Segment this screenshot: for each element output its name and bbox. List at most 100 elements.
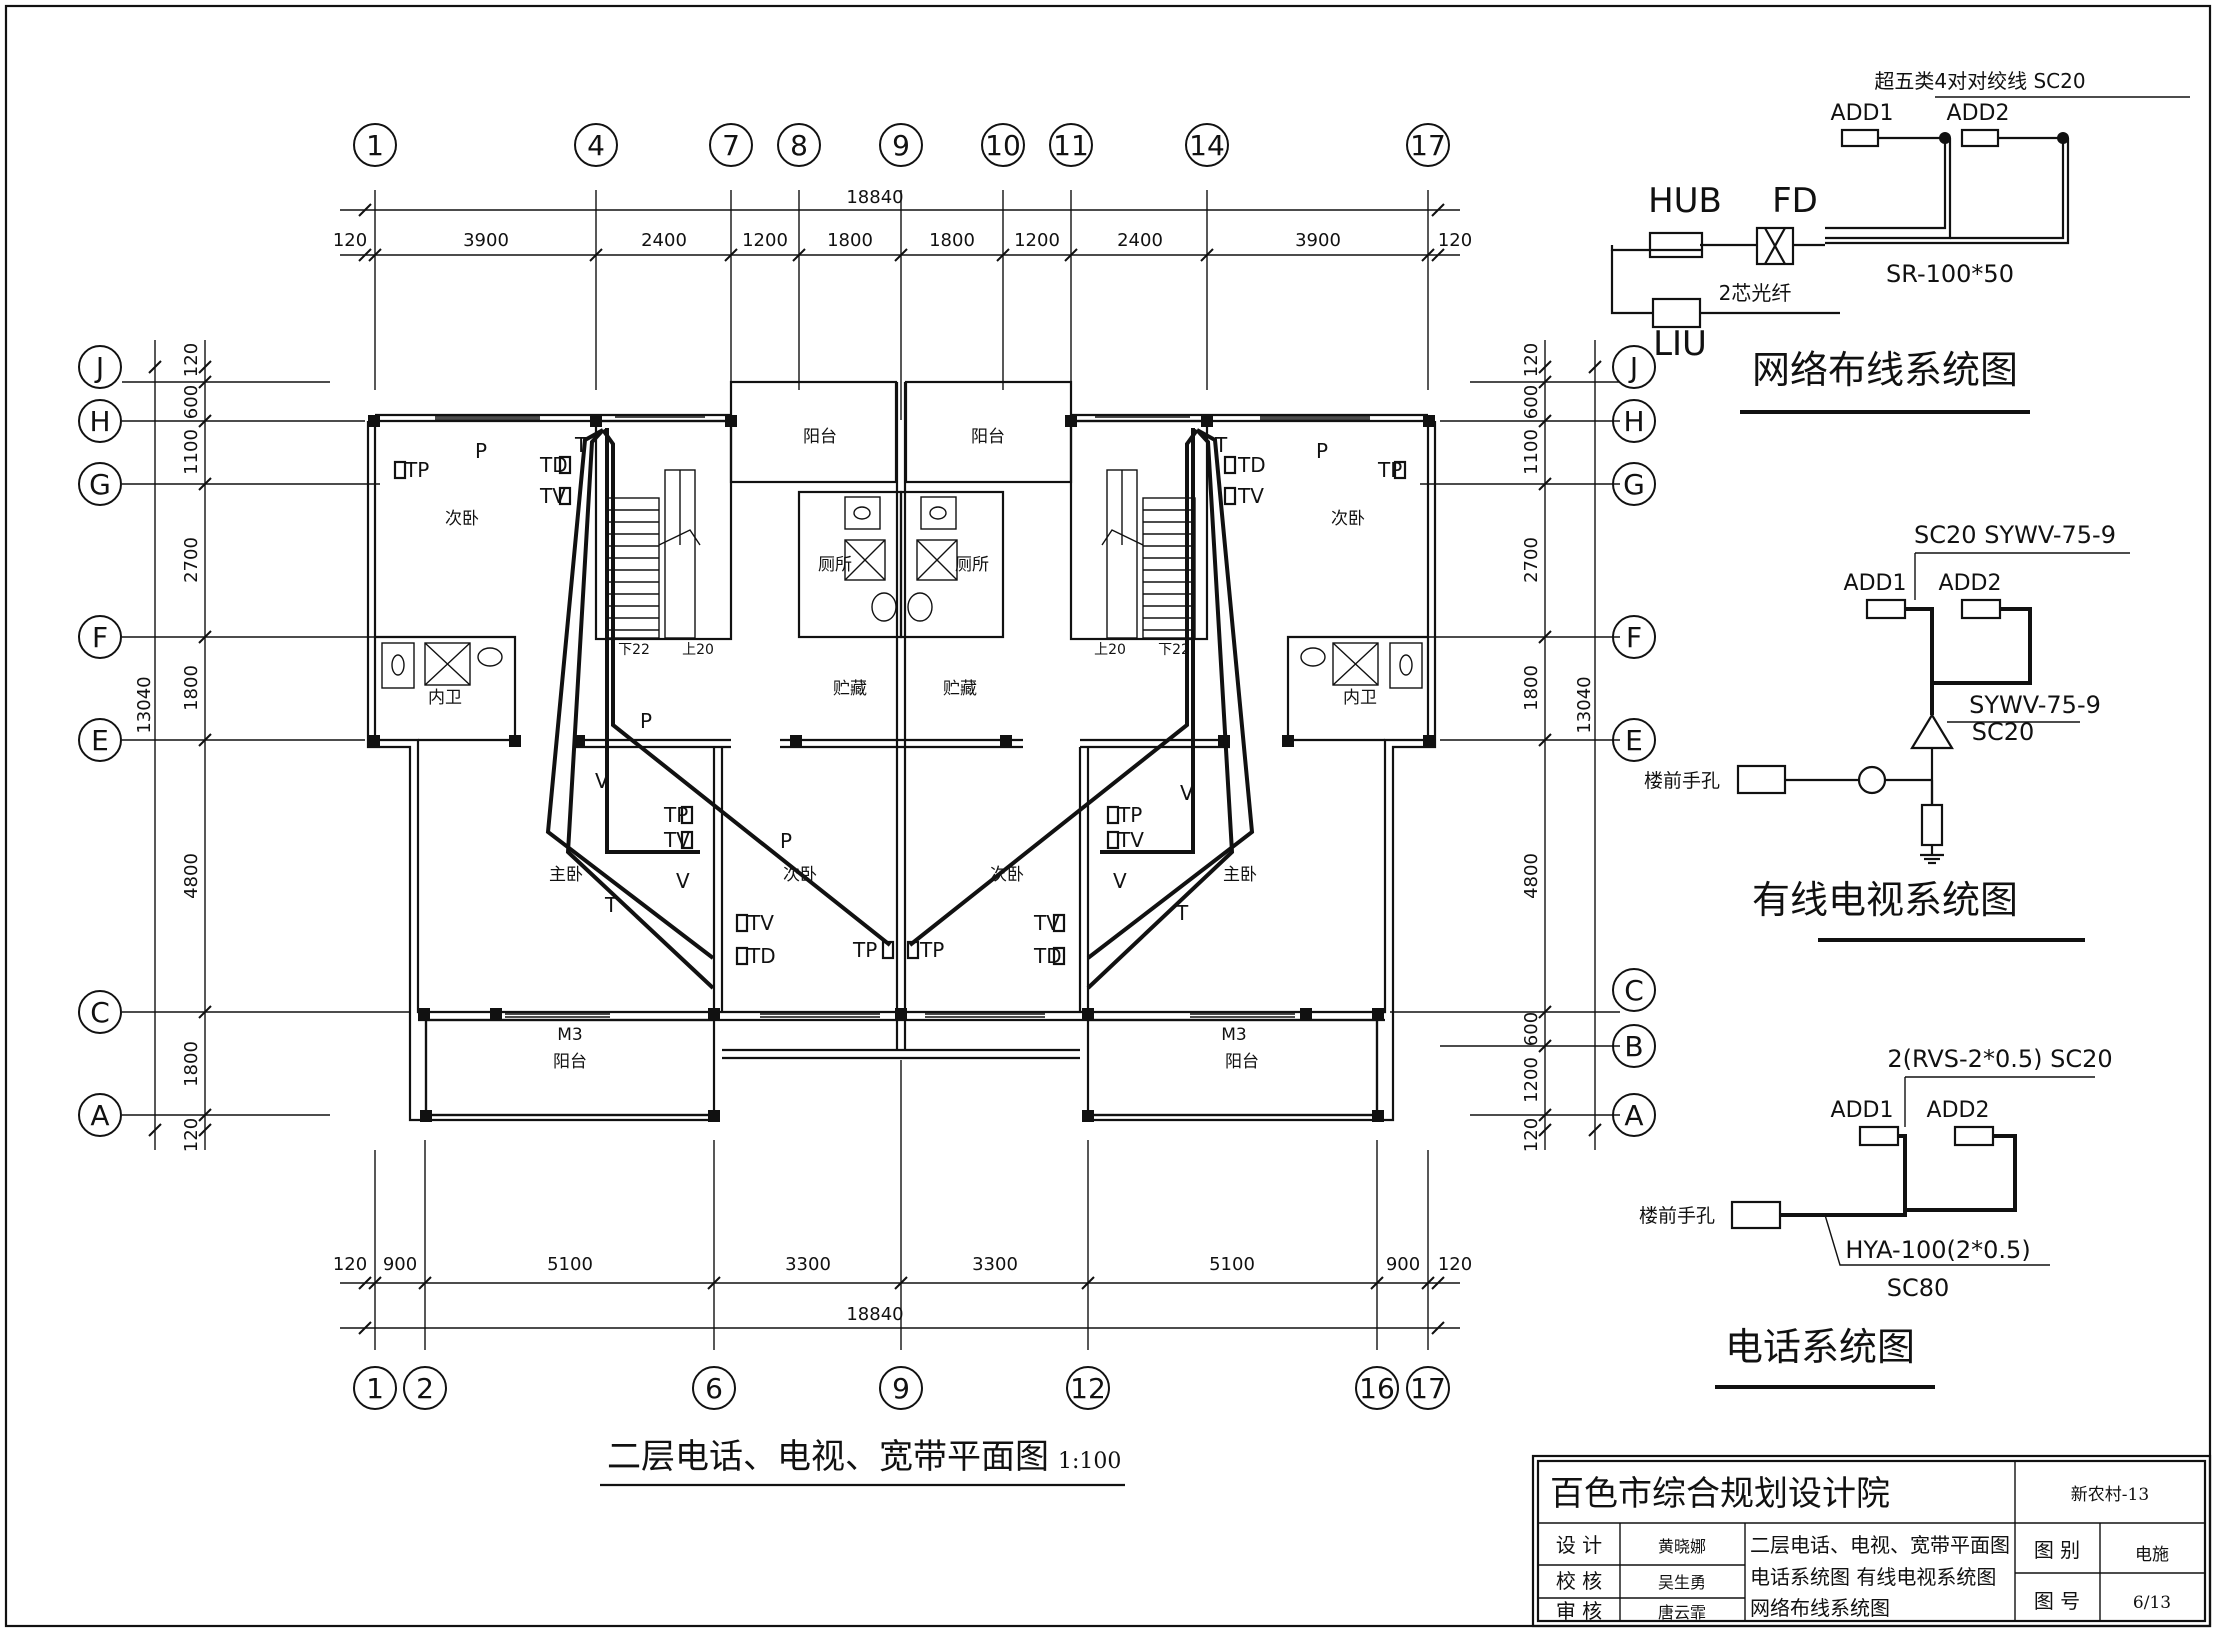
door-m3-right: M3	[1221, 1025, 1246, 1045]
dim-tick	[894, 248, 908, 262]
outlet-boxes	[393, 455, 1407, 966]
wire-tag-v: V	[595, 769, 609, 793]
plan-scale: 1:100	[1058, 1449, 1121, 1474]
dim-tick	[198, 1108, 212, 1122]
dim-right-6: 600	[1521, 1012, 1542, 1046]
dim-tick	[1538, 1039, 1552, 1053]
dim-tick	[1431, 248, 1445, 262]
wire-tag-p: P	[475, 439, 487, 463]
axis-bubble-top-1: 1	[353, 123, 397, 167]
stair-up-left: 上20	[682, 642, 714, 658]
dim-right-4: 1800	[1521, 665, 1542, 711]
title-block: 百色市综合规划设计院 新农村-13 设 计 黄晓娜 校 核 吴生勇 审 核 唐云…	[1531, 1454, 2212, 1628]
wire-tag-p: P	[1316, 439, 1328, 463]
outlet-tv: TV	[539, 484, 566, 508]
axis-bubble-bottom-1: 1	[353, 1366, 397, 1410]
phone-add1-label: ADD1	[1831, 1098, 1894, 1123]
axis-bubble-left-J: J	[78, 345, 122, 389]
catv-diagram: SC20 SYWV-75-9 ADD1 ADD2 SYWV-75-9 SC20 …	[1644, 521, 2130, 942]
dim-bottom-5: 5100	[1209, 1254, 1255, 1275]
dim-tick	[358, 1321, 372, 1335]
dim-tick	[894, 1276, 908, 1290]
dim-tick	[1538, 360, 1552, 374]
room-bath-right: 内卫	[1343, 688, 1377, 708]
dim-bottom-3: 3300	[785, 1254, 831, 1275]
network-fd-label: FD	[1772, 181, 1818, 221]
dim-tick	[1538, 1005, 1552, 1019]
design-label: 设 计	[1556, 1533, 1602, 1557]
axis-bubble-top-11: 11	[1049, 123, 1093, 167]
dim-tick	[1538, 477, 1552, 491]
phone-add2-box	[1953, 1125, 1995, 1147]
room-balcony-bottom-right: 阳台	[1225, 1052, 1259, 1072]
axis-bubble-top-9: 9	[879, 123, 923, 167]
axis-bubble-left-E-label: E	[91, 724, 109, 757]
dim-right-2: 1100	[1521, 429, 1542, 475]
dim-tick	[198, 630, 212, 644]
catv-splitter-symbol	[1857, 765, 1887, 795]
axis-bubble-left-C: C	[78, 990, 122, 1034]
wire-tags: P P T T P V P V T V V T	[475, 433, 1328, 925]
network-fiber-label: 2芯光纤	[1719, 281, 1792, 305]
outlet-tp: TP	[1377, 458, 1402, 482]
axis-bubble-right-C-label: C	[1624, 974, 1644, 1007]
catv-handhole-box	[1736, 764, 1787, 795]
outlet-tp: TP	[663, 803, 688, 827]
dim-tick	[792, 248, 806, 262]
outlet-td: TD	[747, 944, 776, 968]
axis-bubble-left-J-label: J	[94, 351, 104, 384]
axis-bubble-right-J: J	[1612, 345, 1656, 389]
axis-bubble-left-G-label: G	[89, 468, 111, 501]
dim-tick	[148, 1123, 162, 1137]
dim-top-7: 2400	[1117, 230, 1163, 251]
wire-tag-p: P	[780, 829, 792, 853]
catv-add1-box	[1865, 598, 1907, 620]
outlet-labels: TP TD TV TD TV TP TP TV TV TD TP TP TP T…	[404, 453, 1402, 968]
room-second-bedroom-right: 次卧	[1331, 509, 1365, 529]
network-hub-box	[1648, 231, 1704, 259]
phone-conduit-label: SC80	[1887, 1274, 1950, 1302]
dim-left-1: 600	[181, 385, 202, 419]
outlet-tp: TP	[1117, 803, 1142, 827]
plan-title: 二层电话、电视、宽带平面图	[607, 1437, 1049, 1477]
outlet-tv: TV	[1237, 484, 1264, 508]
outlet-tp-right: TP	[919, 938, 944, 962]
catv-conduit-label: SC20	[1972, 718, 2035, 746]
outlet-td: TD	[1033, 944, 1062, 968]
network-add1-box	[1840, 128, 1880, 148]
dim-left-4: 1800	[181, 665, 202, 711]
axis-bubble-left-C-label: C	[90, 996, 110, 1029]
catv-add2-box	[1960, 598, 2002, 620]
axis-bubble-top-17-label: 17	[1410, 129, 1446, 162]
check-name: 吴生勇	[1658, 1573, 1706, 1592]
phone-title: 电话系统图	[1725, 1325, 1915, 1369]
axis-bubble-bottom-12-label: 12	[1070, 1372, 1106, 1405]
outlet-td: TD	[539, 453, 568, 477]
catv-add1-label: ADD1	[1844, 571, 1907, 596]
dim-tick	[1588, 1123, 1602, 1137]
catv-title: 有线电视系统图	[1752, 878, 2018, 922]
axis-bubble-top-10-label: 10	[985, 129, 1021, 162]
network-liu-box	[1651, 297, 1702, 329]
phone-diagram: 2(RVS-2*0.5) SC20 ADD1 ADD2 楼前手孔 HYA-100…	[1639, 1045, 2113, 1389]
door-m3-left: M3	[557, 1025, 582, 1045]
category-value: 电施	[2135, 1545, 2169, 1565]
dim-left-3: 2700	[181, 537, 202, 583]
room-second-bedroom-left: 次卧	[445, 509, 479, 529]
axis-bubble-top-10: 10	[981, 123, 1025, 167]
dim-bottom-1: 900	[383, 1254, 417, 1275]
dim-tick	[198, 1123, 212, 1137]
dim-right-0: 120	[1521, 343, 1542, 377]
axis-bubble-left-H: H	[78, 399, 122, 443]
dim-top-6: 1200	[1014, 230, 1060, 251]
dimension-ticks	[148, 203, 1602, 1335]
category-label: 图 别	[2034, 1538, 2080, 1562]
room-balcony-top-right: 阳台	[971, 427, 1005, 447]
design-name: 黄晓娜	[1658, 1537, 1706, 1556]
catv-ground-symbol	[1920, 845, 1944, 865]
number-label: 图 号	[2034, 1589, 2080, 1613]
stair-up-right: 上20	[1094, 642, 1126, 658]
